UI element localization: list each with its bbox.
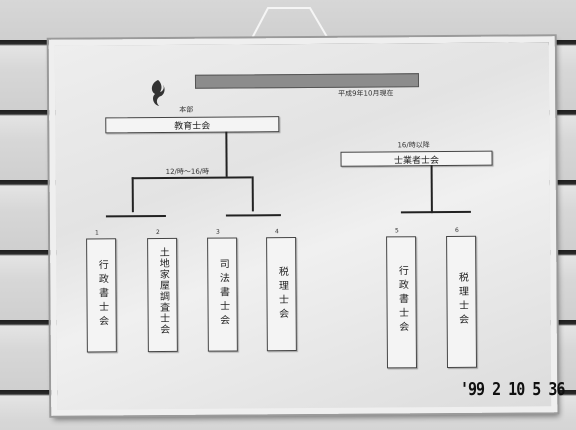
notice-board: 平成9年10月現在 本部 教育士会 12/時〜16/時 1 行政書士会 2 土地… [48, 36, 558, 416]
left-sub-box-2: 2 土地家屋調査士会 [147, 229, 178, 353]
right-sub-box-6-text: 税理士会 [456, 271, 468, 328]
left-sub-box-4: 4 税理士会 [266, 228, 297, 352]
left-sub-box-4-num: 4 [275, 228, 279, 236]
left-group-label: 本部 [179, 105, 194, 114]
right-sub-box-5: 5 行政書士会 [386, 227, 417, 369]
hanging-wire [249, 7, 331, 43]
left-sub-box-1-text: 行政書士会 [96, 259, 108, 330]
header-banner [194, 73, 420, 89]
left-main-box-label: 教育士会 [174, 121, 211, 132]
right-sub-box-5-num: 5 [395, 227, 399, 235]
left-sub-box-2-num: 2 [156, 228, 160, 237]
right-sub-box-6-num: 6 [455, 226, 459, 234]
date-stamp: '99 2 10 5 36 [460, 378, 565, 400]
emblem-icon [151, 80, 165, 107]
left-sub-box-3-text: 司法書士会 [217, 258, 229, 329]
right-main-box: 士業者士会 [340, 150, 493, 167]
right-sub-box-5-text: 行政書士会 [396, 265, 408, 336]
left-sub-box-3: 3 司法書士会 [207, 229, 238, 352]
left-sub-box-1-num: 1 [95, 229, 99, 237]
right-sub-box-6: 6 税理士会 [446, 227, 477, 368]
left-sub-box-3-num: 3 [216, 228, 220, 236]
left-sub-box-1: 1 行政書士会 [86, 229, 117, 353]
left-main-box: 教育士会 [105, 116, 280, 134]
left-sub-box-4-text: 税理士会 [276, 266, 288, 323]
right-main-box-label: 士業者士会 [394, 156, 440, 167]
right-group-label: 16/時以降 [397, 141, 430, 150]
header-subtitle: 平成9年10月現在 [338, 89, 394, 98]
left-range-label: 12/時〜16/時 [165, 167, 210, 176]
left-sub-box-2-text: 土地家屋調査士会 [157, 246, 169, 336]
